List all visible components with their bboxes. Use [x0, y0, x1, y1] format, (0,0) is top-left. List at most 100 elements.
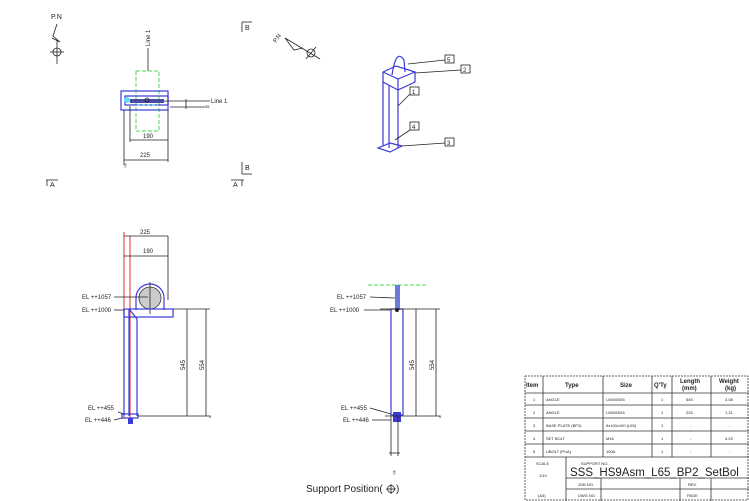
support-no-label: SUPPORT NO.: [581, 461, 608, 466]
dim-9-a: 9: [209, 414, 212, 419]
title-block: SCALE 1/10 (A3) SUPPORT NO. SSS_HS9Asm_L…: [536, 457, 749, 501]
dim-554-a: 554: [200, 359, 206, 370]
dim-outer-a: 225: [140, 230, 151, 236]
svg-text:-: -: [690, 449, 692, 454]
isometric-view: 5 2 1 4 3: [376, 54, 471, 153]
svg-text:1: 1: [661, 410, 664, 415]
section-marker-a-right: A: [231, 179, 244, 189]
svg-text:225: 225: [686, 410, 693, 415]
plant-north-icon: [284, 37, 321, 60]
dwg-no-label: DWG NO.: [578, 493, 596, 498]
svg-text:Weight: Weight: [719, 379, 739, 385]
svg-text:(kg): (kg): [725, 386, 736, 392]
north-label: P.N: [51, 14, 62, 21]
svg-text:(mm): (mm): [682, 386, 697, 392]
svg-text:4: 4: [533, 436, 536, 441]
page-label: PAGE: [687, 493, 698, 498]
svg-text:3: 3: [533, 423, 536, 428]
el-label-1000-b: EL ++1000: [330, 308, 360, 314]
svg-text:-: -: [729, 449, 731, 454]
svg-text:-: -: [729, 423, 731, 428]
svg-text:1: 1: [412, 90, 416, 96]
bom-row-4: 4 SET BOLT M16 1 - 0.23: [533, 436, 734, 441]
el-label-455-b: EL ++455: [341, 406, 367, 412]
ubolt-side: [395, 285, 400, 310]
svg-text:BASE PLATE (BP2): BASE PLATE (BP2): [546, 423, 582, 428]
dim-edge: 30: [123, 163, 128, 168]
svg-text:A: A: [50, 182, 55, 189]
scale-label: SCALE: [536, 461, 549, 466]
section-a-view: 225 190 545 554 9 EL ++1057 EL ++1000 EL…: [82, 230, 212, 424]
dim-offset: 35: [205, 104, 210, 109]
scale-value: 1/10: [539, 473, 548, 478]
set-bolt-b: [393, 412, 401, 422]
svg-text:M16: M16: [606, 436, 615, 441]
section-marker-b-top: B: [241, 21, 252, 32]
svg-text:1: 1: [661, 423, 664, 428]
svg-text:2: 2: [533, 410, 536, 415]
svg-text:L65X65X6: L65X65X6: [606, 397, 625, 402]
svg-text:3: 3: [447, 141, 451, 147]
dim-9-b: 9: [439, 414, 442, 419]
balloon-3: 3: [401, 137, 455, 147]
dim-inner: 190: [143, 134, 154, 140]
bom-header: Item Type Size Q'Ty Length (mm) Weight (…: [526, 379, 739, 392]
svg-text:SET BOLT: SET BOLT: [546, 436, 566, 441]
north-arrow-icon: [50, 23, 64, 64]
dim-554-b: 554: [430, 359, 436, 370]
svg-text:B: B: [245, 25, 250, 32]
balloon-1: 1: [397, 86, 420, 107]
el-label-1057-a: EL ++1057: [82, 295, 112, 301]
svg-text:Type: Type: [565, 383, 579, 389]
support-no: SSS_HS9Asm_L65_BP2_SetBol: [570, 467, 739, 479]
dim-545-b: 545: [410, 359, 416, 370]
el-label-455-a: EL ++455: [88, 406, 114, 412]
set-bolt: [128, 418, 133, 424]
dim-30-b: 30: [392, 470, 397, 475]
balloon-5: 5: [407, 54, 455, 65]
el-label-1000-a: EL ++1000: [82, 308, 112, 314]
svg-text:1.21: 1.21: [725, 410, 734, 415]
job-no-label: JOB NO.: [578, 482, 594, 487]
plan-view: P.N Line 1 Line 1 35 190 225 30 B: [46, 14, 321, 189]
svg-text:Q'Ty: Q'Ty: [654, 383, 667, 389]
svg-text:5: 5: [533, 449, 536, 454]
dim-545-a: 545: [181, 359, 187, 370]
svg-text:4: 4: [412, 125, 416, 131]
dim-outer: 225: [140, 153, 151, 159]
svg-text:Size: Size: [620, 383, 633, 389]
section-marker-b-bottom: B: [241, 162, 252, 175]
el-label-446-a: EL ++446: [85, 418, 111, 424]
svg-text:-: -: [690, 423, 692, 428]
svg-text:2: 2: [463, 68, 467, 74]
el-label-1057-b: EL ++1057: [337, 295, 367, 301]
ubolt-bar: [130, 99, 164, 103]
svg-text:-: -: [690, 436, 692, 441]
svg-text:ANGLE: ANGLE: [546, 410, 560, 415]
svg-text:UBOLT (PUA): UBOLT (PUA): [546, 449, 572, 454]
balloon-4: 4: [394, 121, 420, 141]
svg-text:0.23: 0.23: [725, 436, 734, 441]
svg-text:5: 5: [447, 58, 451, 64]
svg-text:ANGLE: ANGLE: [546, 397, 560, 402]
support-position-caption-end: ): [396, 484, 399, 495]
svg-text:1: 1: [533, 397, 536, 402]
rev-label: REV.: [688, 482, 697, 487]
bom-table: Item Type Size Q'Ty Length (mm) Weight (…: [524, 375, 749, 501]
svg-text:9x100x100 (L65): 9x100x100 (L65): [606, 423, 637, 428]
svg-text:Length: Length: [680, 379, 700, 385]
svg-text:Item: Item: [526, 383, 538, 389]
balloon-2: 2: [414, 64, 471, 74]
svg-text:1: 1: [661, 436, 664, 441]
svg-text:3.08: 3.08: [725, 397, 734, 402]
bom-row-3: 3 BASE PLATE (BP2) 9x100x100 (L65) 1 - -: [533, 423, 731, 428]
svg-text:A: A: [233, 182, 238, 189]
section-b-view: 545 554 9 30 EL ++1057 EL ++1000 EL ++45…: [306, 284, 442, 495]
sheet-size: (A3): [538, 493, 546, 498]
line-label-horizontal: Line 1: [211, 99, 228, 105]
support-position-icon: [386, 484, 396, 494]
dim-inner-a: 190: [143, 249, 154, 255]
